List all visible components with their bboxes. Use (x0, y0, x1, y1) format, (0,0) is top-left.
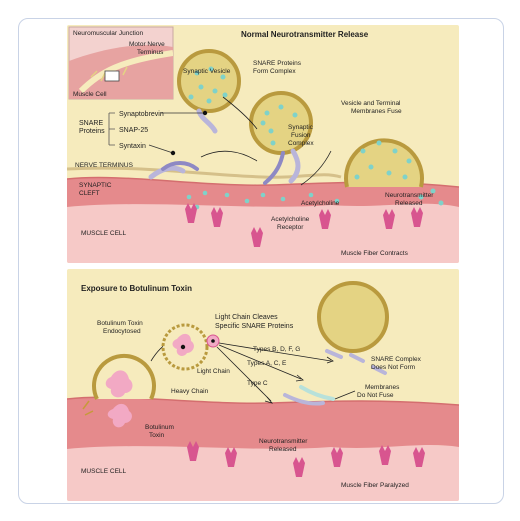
snare-not-form-label-1: SNARE Complex (371, 356, 422, 363)
toxin-vesicle (161, 323, 220, 371)
light-cleaves-label-1: Light Chain Cleaves (215, 314, 278, 321)
muscle-contracts-label: Muscle Fiber Contracts (341, 250, 409, 257)
endocytosed-label-2: Endocytosed (103, 328, 141, 335)
light-cleaves-label-2: Specific SNARE Proteins (215, 323, 294, 330)
endocytosed-vesicle (92, 354, 156, 428)
light-chain-label: Light Chain (197, 368, 230, 375)
ach-receptor-label-2: Receptor (277, 224, 304, 231)
top-title: Normal Neurotransmitter Release (241, 30, 369, 39)
nt-released-label-1: Neurotransmitter (385, 192, 434, 199)
synaptic-vesicle-2 (249, 91, 313, 185)
synaptic-vesicle-1 (177, 49, 241, 134)
fusing-vesicle (344, 138, 444, 206)
type-arrows (216, 342, 334, 404)
heavy-chain-label: Heavy Chain (171, 388, 209, 395)
synaptic-cleft-label-2: CLEFT (79, 190, 100, 197)
endocytosed-label-1: Botulinum Toxin (97, 320, 143, 327)
muscle-paralyzed-label: Muscle Fiber Paralyzed (341, 482, 409, 489)
non-fusing-vesicle (317, 281, 389, 375)
synaptic-fusion-label-1: Synaptic (288, 124, 314, 131)
bottom-nt-released-label-2: Released (269, 446, 297, 453)
inset-terminus-label: Terminus (137, 49, 164, 56)
membranes-label-1: Membranes (365, 384, 400, 391)
inset-muscle-label: Muscle Cell (73, 91, 107, 98)
acetylcholine-molecules (186, 190, 340, 210)
snare-not-form-label-2: Does Not Form (371, 364, 415, 371)
synaptic-vesicle-label: Synaptic Vesicle (183, 68, 231, 75)
figure-frame: Neuromuscular Junction Motor Nerve Termi… (18, 18, 504, 504)
snare-label-1: SNARE (79, 120, 103, 127)
syntaxin-label: Syntaxin (119, 143, 146, 150)
inset-motor-label: Motor Nerve (129, 41, 165, 48)
top-muscle-cell-label: MUSCLE CELL (81, 230, 127, 237)
botulinum-label-1: Botulinum (145, 424, 174, 431)
synaptic-fusion-label-2: Fusion (291, 132, 311, 139)
membranes-label-2: Do Not Fuse (357, 392, 394, 399)
nt-released-label-2: Released (395, 200, 423, 207)
types-ace-label: Types A, C, E (247, 360, 287, 367)
bottom-title: Exposure to Botulinum Toxin (81, 284, 192, 293)
types-bdfg-label: Types B, D, F, G (253, 346, 300, 353)
synaptobrevin-label: Synaptobrevin (119, 111, 164, 118)
vesicle-fuse-label-1: Vesicle and Terminal (341, 100, 401, 107)
synaptic-fusion-label-3: Complex (288, 140, 314, 147)
botulinum-label-2: Toxin (149, 432, 165, 439)
synaptic-cleft-label-1: SYNAPTIC (79, 182, 112, 189)
bottom-muscle-cell-label: MUSCLE CELL (81, 468, 127, 475)
nmj-inset: Neuromuscular Junction Motor Nerve Termi… (68, 26, 174, 100)
snare-form-label-1: SNARE Proteins (253, 60, 302, 67)
bottom-receptors (187, 441, 425, 477)
nerve-terminus-label: NERVE TERMINUS (75, 162, 134, 169)
vesicle-fuse-label-2: Membranes Fuse (351, 108, 402, 115)
snap25-label: SNAP-25 (119, 127, 148, 134)
ach-receptor-label-1: Acetylcholine (271, 216, 310, 223)
inset-title: Neuromuscular Junction (73, 30, 143, 37)
type-c-label: Type C (247, 380, 268, 387)
acetylcholine-receptors (185, 203, 423, 247)
snare-form-label-2: Form Complex (253, 68, 296, 75)
cleaved-fragments (283, 385, 335, 406)
bottom-nt-released-label-1: Neurotransmitter (259, 438, 308, 445)
acetylcholine-label: Acetylcholine (301, 200, 340, 207)
snare-label-2: Proteins (79, 128, 105, 135)
